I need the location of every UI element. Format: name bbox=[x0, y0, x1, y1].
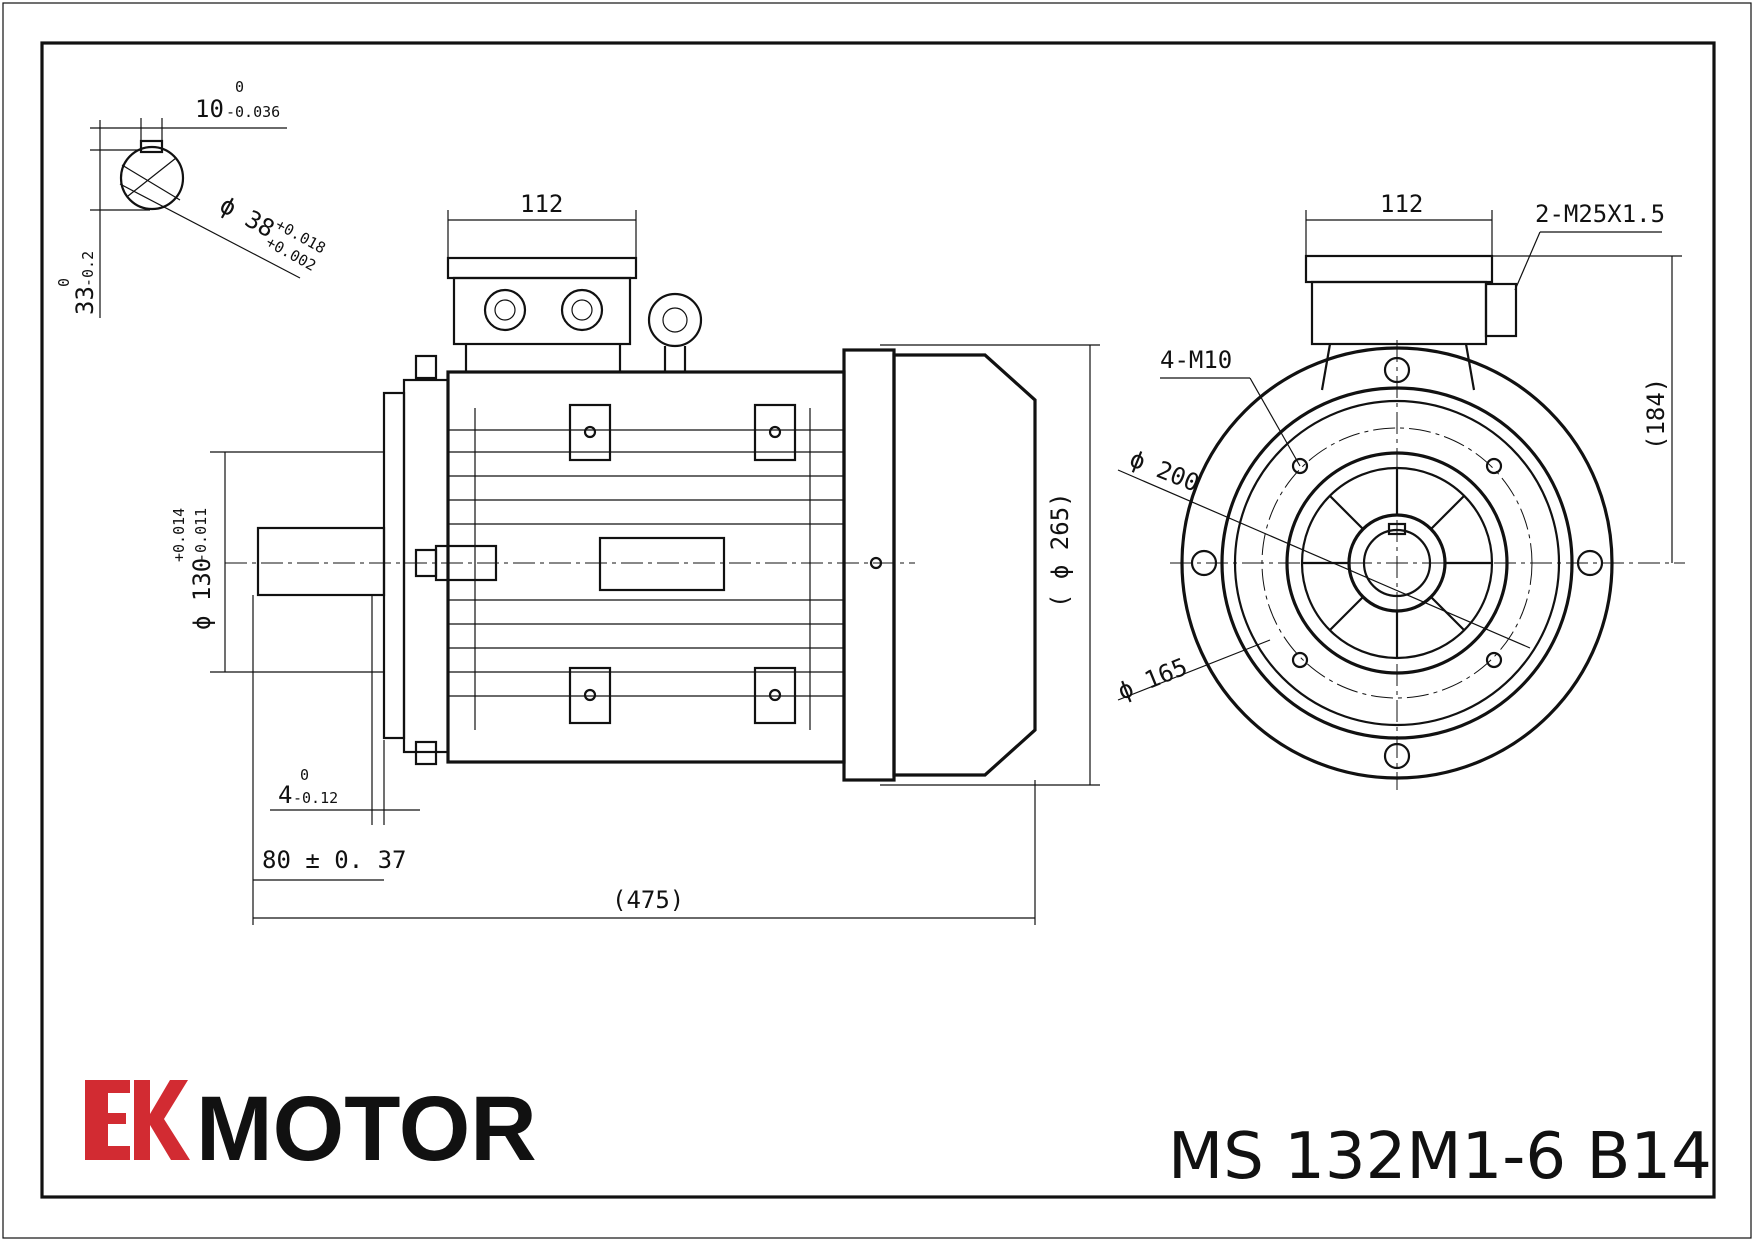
model-number: MS 132M1-6 B14 bbox=[1168, 1120, 1712, 1194]
keyway-section bbox=[90, 118, 301, 318]
frame-dia-dim: ( ϕ 265) bbox=[1046, 492, 1074, 608]
brand-name: MOTOR bbox=[196, 1078, 537, 1180]
side-view bbox=[210, 210, 1100, 925]
flange-bolts-dim: 4-M10 bbox=[1160, 346, 1232, 374]
overall-length-dim: (475) bbox=[612, 886, 684, 914]
key-height-tol-lower: -0.2 bbox=[79, 251, 97, 287]
front-view bbox=[1117, 210, 1685, 790]
spigot-dia-dim: ϕ 165 bbox=[1114, 653, 1191, 706]
overall-height-dim: (184) bbox=[1642, 378, 1670, 450]
spigot-fit-dim: ϕ 130 bbox=[188, 558, 216, 630]
terminal-box-width-side: 112 bbox=[520, 190, 563, 218]
key-height-tol-upper: 0 bbox=[55, 278, 73, 287]
key-width-dim: 10 bbox=[195, 95, 224, 123]
inner-frame bbox=[40, 41, 1716, 1199]
terminal-box-width-front: 112 bbox=[1380, 190, 1423, 218]
cable-gland-dim: 2-M25X1.5 bbox=[1535, 200, 1665, 228]
spigot-depth-tol-upper: 0 bbox=[300, 766, 309, 784]
key-width-tol-lower: -0.036 bbox=[226, 103, 280, 121]
key-height-dim: 33 bbox=[71, 286, 99, 315]
shaft-length-dim: 80 ± 0. 37 bbox=[262, 846, 407, 874]
spigot-depth-tol-lower: -0.12 bbox=[293, 789, 338, 807]
spigot-fit-tol-upper: +0.014 bbox=[170, 508, 188, 562]
spigot-depth-dim: 4 bbox=[278, 781, 292, 809]
key-width-tol-upper: 0 bbox=[235, 78, 244, 96]
spigot-fit-tol-lower: -0.011 bbox=[192, 508, 210, 562]
brand-mark bbox=[85, 1080, 190, 1160]
brand-logo: MOTOR bbox=[85, 1078, 537, 1180]
